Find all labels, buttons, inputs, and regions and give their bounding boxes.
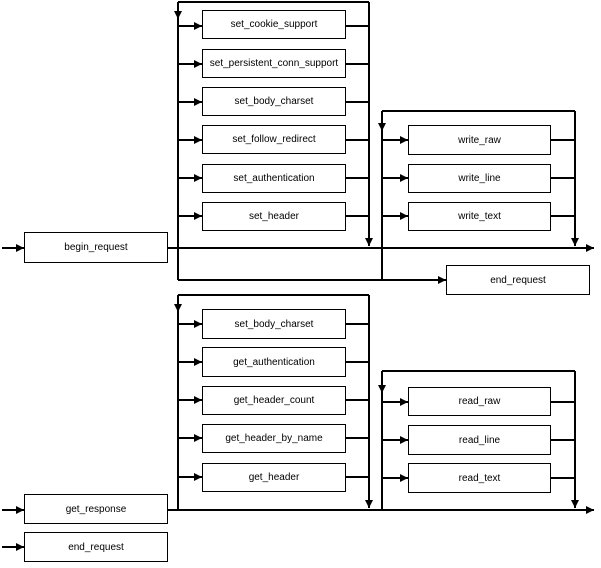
get-header-box: get_header (202, 463, 346, 492)
write-text-box: write_text (408, 202, 551, 231)
request-end-request-box: end_request (446, 265, 590, 295)
set-body-charset-box: set_body_charset (202, 87, 346, 116)
get-authentication-box: get_authentication (202, 347, 346, 377)
get-header-by-name-box: get_header_by_name (202, 424, 346, 453)
set-header-box: set_header (202, 202, 346, 231)
write-line-box: write_line (408, 164, 551, 193)
set-persistent-conn-support-box: set_persistent_conn_support (202, 49, 346, 78)
get-response-box: get_response (24, 494, 168, 524)
set-cookie-support-box: set_cookie_support (202, 10, 346, 39)
read-line-box: read_line (408, 425, 551, 455)
set-follow-redirect-box: set_follow_redirect (202, 125, 346, 154)
begin-request-box: begin_request (24, 232, 168, 263)
read-text-box: read_text (408, 463, 551, 493)
response-end-request-box: end_request (24, 532, 168, 562)
write-raw-box: write_raw (408, 125, 551, 155)
read-raw-box: read_raw (408, 387, 551, 416)
set-authentication-box: set_authentication (202, 164, 346, 193)
get-header-count-box: get_header_count (202, 386, 346, 415)
resp-set-body-charset-box: set_body_charset (202, 309, 346, 339)
